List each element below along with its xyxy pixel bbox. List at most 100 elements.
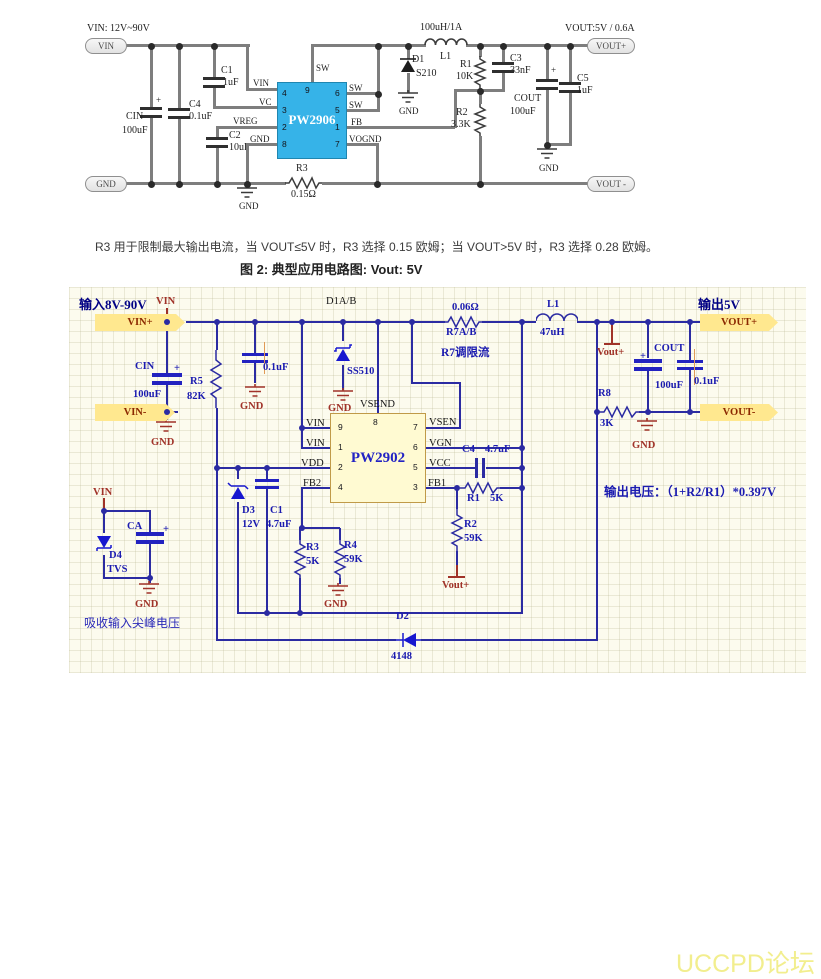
output-title: 输出5V bbox=[698, 297, 740, 312]
capacitor-plate bbox=[203, 77, 225, 80]
pin-label-vin9: VIN bbox=[306, 418, 325, 429]
pin-number: 6 bbox=[413, 442, 418, 452]
wire bbox=[421, 639, 598, 641]
vout-net-label: Vout+ bbox=[597, 347, 625, 358]
c5-label: C5 bbox=[577, 73, 589, 84]
port-vout-minus: VOUT- bbox=[700, 404, 778, 421]
pin-number: 8 bbox=[282, 139, 287, 149]
pin-number: 5 bbox=[413, 462, 418, 472]
pin-label-fb1: FB1 bbox=[428, 478, 447, 489]
net-stub bbox=[103, 498, 105, 511]
l1-label: L1 bbox=[547, 299, 560, 310]
wire bbox=[150, 44, 153, 107]
wire bbox=[596, 321, 598, 641]
l1-value: 47uH bbox=[540, 327, 565, 338]
capacitor-plate bbox=[492, 62, 514, 65]
wire bbox=[216, 126, 277, 129]
wire bbox=[407, 73, 410, 93]
c-output-small-value: 0.1uF bbox=[694, 376, 720, 387]
wire bbox=[569, 93, 572, 145]
cout-value: 100uF bbox=[510, 106, 536, 117]
wire bbox=[466, 44, 588, 47]
d1ab-value: SS510 bbox=[347, 366, 375, 377]
r2-value: 59K bbox=[464, 533, 483, 544]
pin-number: 1 bbox=[335, 122, 340, 132]
wire bbox=[411, 382, 461, 384]
pin-label-vcc: VCC bbox=[429, 458, 451, 469]
r1-value: 5K bbox=[490, 493, 504, 504]
resistor-symbol bbox=[450, 509, 464, 551]
pin-number: 2 bbox=[282, 122, 287, 132]
wire bbox=[246, 143, 249, 184]
cin-value: 100uF bbox=[122, 125, 148, 136]
wire bbox=[647, 371, 649, 413]
wire bbox=[216, 128, 219, 137]
c4-label: C4 bbox=[462, 444, 475, 455]
wire bbox=[237, 612, 523, 614]
pin-number: 5 bbox=[335, 105, 340, 115]
wire bbox=[246, 143, 277, 146]
capacitor-plate bbox=[242, 353, 268, 356]
vin-net-label: VIN bbox=[93, 487, 113, 498]
wire bbox=[424, 487, 458, 489]
cout-label: COUT bbox=[654, 343, 685, 354]
c1-value: 1uF bbox=[223, 77, 239, 88]
r2-value: 3.3K bbox=[451, 119, 471, 130]
pin-label-gnd: GND bbox=[250, 134, 270, 144]
junction-dot bbox=[176, 43, 183, 50]
r8-value: 3K bbox=[600, 418, 614, 429]
gnd-label: GND bbox=[151, 437, 175, 448]
capacitor-plate bbox=[475, 458, 478, 478]
wire bbox=[178, 44, 181, 108]
resistor-symbol bbox=[473, 104, 487, 136]
junction-dot bbox=[567, 43, 574, 50]
junction-dot bbox=[214, 181, 221, 188]
pw2906-chip: PW2906 4 3 2 8 9 6 5 1 7 bbox=[277, 82, 347, 159]
wire bbox=[216, 321, 218, 350]
wire bbox=[454, 89, 457, 128]
junction-dot bbox=[405, 43, 412, 50]
junction-dot bbox=[519, 445, 525, 451]
pin-label-vreg: VREG bbox=[233, 116, 258, 126]
junction-dot bbox=[477, 181, 484, 188]
wire bbox=[150, 118, 153, 183]
pin-label-vin1: VIN bbox=[306, 438, 325, 449]
junction-dot bbox=[147, 575, 153, 581]
wire bbox=[266, 467, 268, 479]
wire bbox=[311, 44, 426, 47]
l1-value: 100uH/1A bbox=[420, 22, 463, 33]
wire bbox=[424, 447, 522, 449]
wire bbox=[479, 88, 482, 104]
capacitor-plate bbox=[559, 82, 581, 85]
capacitor-plate bbox=[492, 70, 514, 73]
c-input-small-value: 0.1uF bbox=[263, 362, 289, 373]
pin-number: 7 bbox=[413, 422, 418, 432]
c4-label: C4 bbox=[189, 99, 201, 110]
ground-symbol bbox=[398, 90, 418, 103]
cout-value: 100uF bbox=[655, 380, 684, 391]
polarity-plus: + bbox=[174, 363, 180, 374]
capacitor-plate bbox=[677, 367, 703, 370]
c3-value: 33nF bbox=[510, 65, 531, 76]
polarity-plus: + bbox=[640, 351, 646, 362]
pin-label-vin: VIN bbox=[253, 78, 269, 88]
wire bbox=[301, 321, 303, 449]
wire bbox=[345, 92, 379, 95]
wire bbox=[216, 148, 219, 183]
capacitor-plate bbox=[168, 108, 190, 111]
r3-label: R3 bbox=[306, 542, 319, 553]
r4-label: R4 bbox=[344, 540, 357, 551]
wire bbox=[216, 467, 330, 469]
wire bbox=[407, 44, 410, 59]
wire bbox=[121, 182, 286, 185]
junction-dot bbox=[148, 181, 155, 188]
c3-label: C3 bbox=[510, 53, 522, 64]
ground-symbol bbox=[156, 419, 176, 432]
wire bbox=[254, 321, 256, 353]
pin-number: 9 bbox=[305, 85, 310, 95]
net-stub bbox=[456, 565, 458, 577]
wire bbox=[149, 543, 151, 579]
r3-value: 0.15Ω bbox=[291, 189, 316, 200]
figure-caption: 图 2: 典型应用电路图: Vout: 5V bbox=[240, 262, 423, 277]
port-vin-plus: VIN+ bbox=[95, 314, 185, 331]
